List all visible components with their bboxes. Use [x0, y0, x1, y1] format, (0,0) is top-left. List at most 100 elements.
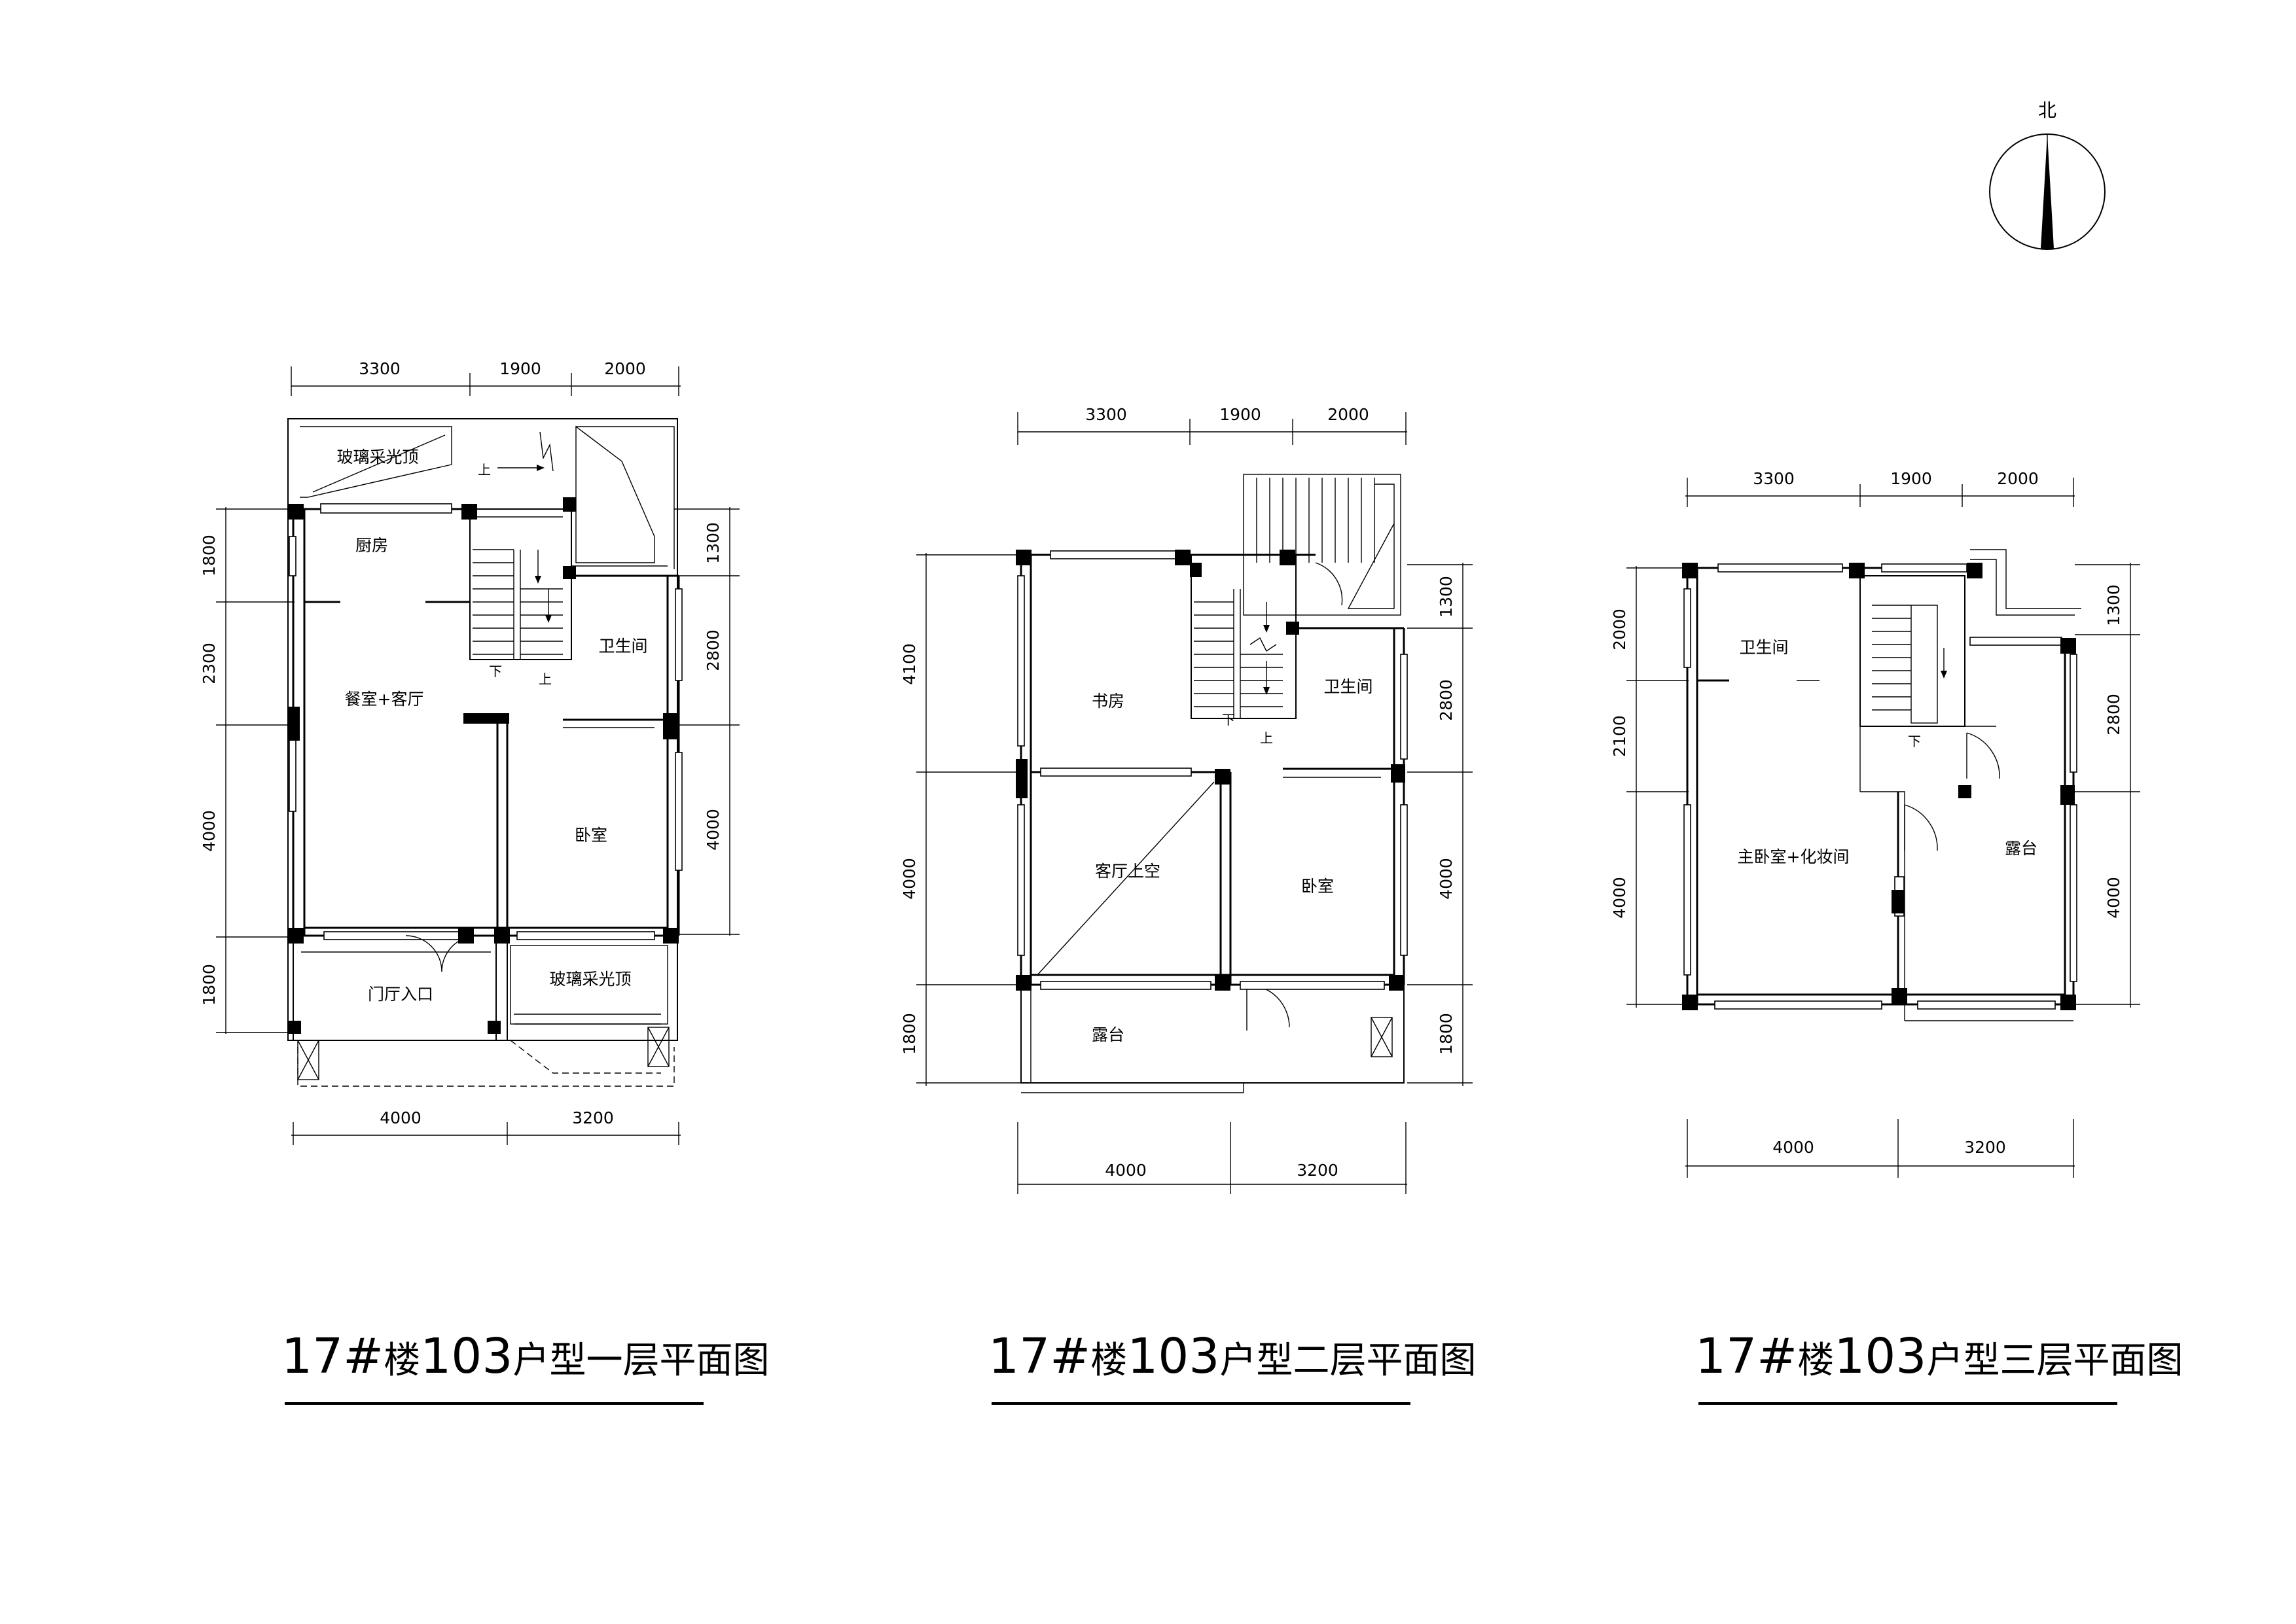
dim-right-2: 2800 [2104, 694, 2123, 735]
room-bath: 卫生间 [1323, 677, 1372, 696]
room-skylight-top: 玻璃采光顶 [336, 448, 418, 467]
room-terrace: 露台 [1092, 1025, 1124, 1044]
plan-1-stair-arrows [497, 431, 554, 623]
plan-2-windows [1017, 550, 1408, 990]
dim-bottom-2: 3200 [1297, 1161, 1338, 1180]
dim-top-2: 1900 [1219, 405, 1261, 424]
dim-left-2: 4000 [900, 858, 919, 900]
dim-right-3: 4000 [704, 809, 723, 851]
plan-3-top-dimensions: 3300 1900 2000 [1685, 469, 2075, 507]
plan-1-left-dimensions: 1800 2300 4000 1800 [200, 507, 295, 1034]
dim-top-3: 2000 [604, 359, 646, 378]
plan-1-title-hash: # [343, 1328, 384, 1385]
plan-3-title-lou: 楼 [1797, 1339, 1834, 1382]
dim-left-4: 1800 [200, 964, 219, 1006]
plan-3-left-dimensions: 2000 2100 4000 [1610, 566, 1689, 1008]
room-dining-living: 餐室+客厅 [345, 690, 424, 709]
stair-up-label-2: 上 [539, 671, 552, 687]
plan-1-title: 17#楼103户型一层平面图 [281, 1328, 769, 1405]
plan-3-walls [1686, 549, 2081, 1021]
plan-2-top-dimensions: 3300 1900 2000 [1017, 405, 1407, 445]
room-living-void: 客厅上空 [1095, 862, 1160, 881]
svg-text:17#楼103户型二层平面图: 17#楼103户型二层平面图 [988, 1328, 1476, 1385]
stair-up-label: 上 [1260, 730, 1273, 746]
room-entrance: 门厅入口 [368, 985, 433, 1004]
dim-left-2: 2300 [200, 643, 219, 684]
plan-2-title-lou: 楼 [1090, 1339, 1127, 1382]
plan-3-right-dimensions: 1300 2800 4000 [2075, 563, 2140, 1008]
plan-2-title-hash: # [1050, 1328, 1090, 1385]
plan-2-title: 17#楼103户型二层平面图 [988, 1328, 1476, 1405]
stair-down-label: 下 [489, 663, 502, 679]
dim-bottom-2: 3200 [572, 1108, 614, 1127]
room-study: 书房 [1092, 692, 1124, 711]
plan-2-columns [1016, 550, 1405, 991]
plan-3-title-code: 103 [1834, 1328, 1926, 1385]
dim-top-2: 1900 [1890, 469, 1932, 488]
stair-down-label: 下 [1222, 712, 1235, 728]
plan-1-title-suffix: 户型一层平面图 [512, 1339, 769, 1382]
plan-1-windows [289, 503, 683, 972]
dim-left-1: 4100 [900, 643, 919, 685]
room-bedroom: 卧室 [1301, 877, 1334, 896]
dim-top-1: 3300 [1753, 469, 1795, 488]
plan-2-stair-arrows [1249, 602, 1277, 695]
plan-3-title-hash: # [1757, 1328, 1797, 1385]
plan-1-vent-boxes [297, 1027, 670, 1080]
plan-1-title-lou: 楼 [384, 1339, 420, 1382]
dim-top-1: 3300 [359, 359, 401, 378]
plan-2-title-suffix: 户型二层平面图 [1219, 1339, 1476, 1382]
plan-1-first-floor: 3300 1900 2000 4000 3200 1800 2300 4000 … [200, 359, 769, 1405]
dim-left-3: 4000 [200, 810, 219, 852]
plan-2-right-dimensions: 1300 2800 4000 1800 [1407, 563, 1473, 1086]
svg-text:17#楼103户型一层平面图: 17#楼103户型一层平面图 [281, 1328, 769, 1385]
plan-3-title-suffix: 户型三层平面图 [1926, 1339, 2183, 1382]
dim-left-2: 2100 [1610, 715, 1629, 757]
dim-right-2: 2800 [704, 629, 723, 671]
plan-1-columns [288, 497, 679, 1034]
plan-1-right-dimensions: 1300 2800 4000 [674, 507, 740, 936]
plan-3-windows [1683, 563, 2077, 1010]
dim-top-3: 2000 [1327, 405, 1369, 424]
room-terrace: 露台 [2005, 839, 2037, 858]
dim-top-2: 1900 [499, 359, 541, 378]
plan-2-title-number: 17 [988, 1328, 1050, 1385]
dim-bottom-1: 4000 [1772, 1138, 1814, 1157]
room-master: 主卧室+化妆间 [1738, 847, 1850, 866]
plan-2-walls [1020, 474, 1405, 1093]
dim-right-4: 1800 [1437, 1013, 1456, 1055]
stair-down-label: 下 [1908, 733, 1921, 749]
dim-top-3: 2000 [1997, 469, 2039, 488]
plan-3-stair-arrows [1941, 648, 1947, 679]
dim-right-1: 1300 [1437, 576, 1456, 618]
dim-right-3: 4000 [1437, 858, 1456, 900]
svg-text:17#楼103户型三层平面图: 17#楼103户型三层平面图 [1695, 1328, 2183, 1385]
room-bath: 卫生间 [598, 637, 647, 656]
plan-2-room-labels: 书房 卫生间 客厅上空 卧室 露台 下 上 [1092, 677, 1373, 1044]
plan-1-title-number: 17 [281, 1328, 343, 1385]
dim-left-1: 1800 [200, 535, 219, 576]
dim-bottom-1: 4000 [380, 1108, 422, 1127]
plan-3-bottom-dimensions: 4000 3200 [1685, 1119, 2075, 1178]
plan-2-left-dimensions: 4100 4000 1800 [900, 553, 1021, 1086]
plan-1-room-labels: 玻璃采光顶 厨房 餐室+客厅 卫生间 卧室 门厅入口 玻璃采光顶 上 下 上 [336, 448, 647, 1004]
plan-2-second-floor: 3300 1900 2000 4000 3200 4100 4000 1800 [900, 405, 1476, 1405]
dim-top-1: 3300 [1085, 405, 1127, 424]
dim-left-3: 1800 [900, 1013, 919, 1055]
north-compass: 北 [1989, 99, 2106, 250]
plan-3-title: 17#楼103户型三层平面图 [1695, 1328, 2183, 1405]
dim-bottom-2: 3200 [1964, 1138, 2006, 1157]
dim-right-1: 1300 [2104, 584, 2123, 626]
plan-3-third-floor: 3300 1900 2000 4000 3200 2000 2100 4000 [1610, 469, 2183, 1405]
dim-left-1: 2000 [1610, 609, 1629, 650]
dim-left-3: 4000 [1610, 877, 1629, 919]
plan-2-title-code: 103 [1127, 1328, 1219, 1385]
dim-right-1: 1300 [704, 522, 723, 564]
plan-3-columns [1682, 563, 2076, 1010]
plan-3-room-labels: 卫生间 主卧室+化妆间 露台 下 [1738, 638, 2037, 866]
plan-1-top-dimensions: 3300 1900 2000 [291, 359, 681, 396]
plan-3-title-number: 17 [1695, 1328, 1757, 1385]
north-label: 北 [2038, 99, 2056, 121]
stair-up-label-1: 上 [478, 462, 491, 478]
